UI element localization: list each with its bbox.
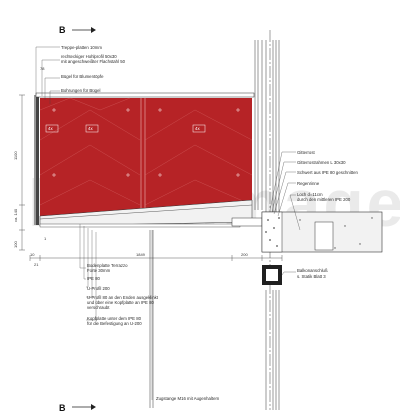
section-marker-bottom: B [59, 403, 96, 413]
label-bracket-holes: Bohrungen für Bügel [61, 88, 100, 93]
label-flowerpot-bracket: Bügel für Blumentöpfe [61, 74, 104, 79]
label-headplate-fixing: für die Befestigung an U-200 [87, 321, 142, 326]
railing-post [36, 95, 39, 225]
label-u80-bolted: verschraubt [87, 305, 110, 310]
label-hole: Loch d=11cm [297, 192, 323, 197]
dim-width-main: 1849 [136, 252, 146, 257]
top-rail [35, 92, 255, 98]
section-marker-top: B [59, 25, 96, 35]
dimension-chain-left [19, 94, 25, 251]
box-label: 4x [48, 126, 53, 131]
railing-post-edge [34, 95, 36, 225]
dim-side-a: 78 [40, 66, 45, 71]
section-arrow-head [91, 404, 96, 410]
balustrade-panel [40, 98, 252, 216]
dim-bottom-a: 21 [34, 262, 39, 267]
wall-section [261, 211, 383, 285]
label-tie-rod: Zugstange M16 mit Augenhaltern [156, 396, 220, 401]
section-arrow-head [91, 27, 96, 33]
box-label-frame [192, 124, 206, 133]
box-label-frame [45, 124, 59, 133]
dim-height-upper: 1100 [13, 151, 18, 160]
leaders-top-left [35, 46, 60, 104]
label-floor-plate: Bodenplatte Terrazzo [87, 263, 128, 268]
section-letter-top: B [59, 25, 66, 35]
label-headplate: Kopfplatte unter dem IPE 80 [87, 316, 142, 321]
label-ipe80: IPE 80 [87, 276, 101, 281]
dim-height-mid: ca. 140 [13, 208, 18, 222]
label-u200: U-Profil 200 [87, 286, 110, 291]
label-u80-headplate: und über eine Kopfplatte an IPE 80 [87, 300, 155, 305]
section-letter-bottom: B [59, 403, 66, 413]
box-label: 4x [88, 126, 93, 131]
label-u80: U-Profil 80 an den Enden ausgeklinkt [87, 295, 159, 300]
label-gutter: Regenrinne [297, 181, 320, 186]
label-balcony-connection: Balkonanschluß [297, 268, 328, 273]
label-stair-plate: Treppe-platten 10mm [61, 45, 102, 50]
label-flat-steel: mit angeschweißter Flachstahl 50 [61, 59, 126, 64]
label-statics-ref: s. Statik Blatt 3 [297, 274, 326, 279]
dim-height-lower: 100 [13, 241, 18, 248]
dim-side-b: 1 [44, 236, 47, 241]
ipe-profile [231, 217, 263, 227]
box-label-frame [85, 124, 99, 133]
dim-bottom-b: 10 [30, 252, 35, 257]
label-sword-profile: Schwert aus IPE 80 geschnitten [297, 170, 359, 175]
leaders-right [269, 151, 301, 276]
facade-profile [254, 40, 280, 410]
dimension-chain-bottom [29, 255, 283, 261]
label-hole-through: durch den mittleren IPE 200 [297, 197, 351, 202]
label-hollow-profile: rechteckiger Hohlprofil 50x30 [61, 54, 117, 59]
label-floor-plate-thickness: Forte 30mm [87, 268, 111, 273]
dim-width-right: 200 [241, 252, 248, 257]
label-grating: Gitterrost [297, 150, 315, 155]
balustrade-panels: 4x 4x 4x [39, 97, 253, 216]
leaders-bottom [79, 224, 153, 400]
box-label: 4x [195, 126, 200, 131]
label-grating-frame: Gitterrostrahmen L 30x30 [297, 160, 346, 165]
